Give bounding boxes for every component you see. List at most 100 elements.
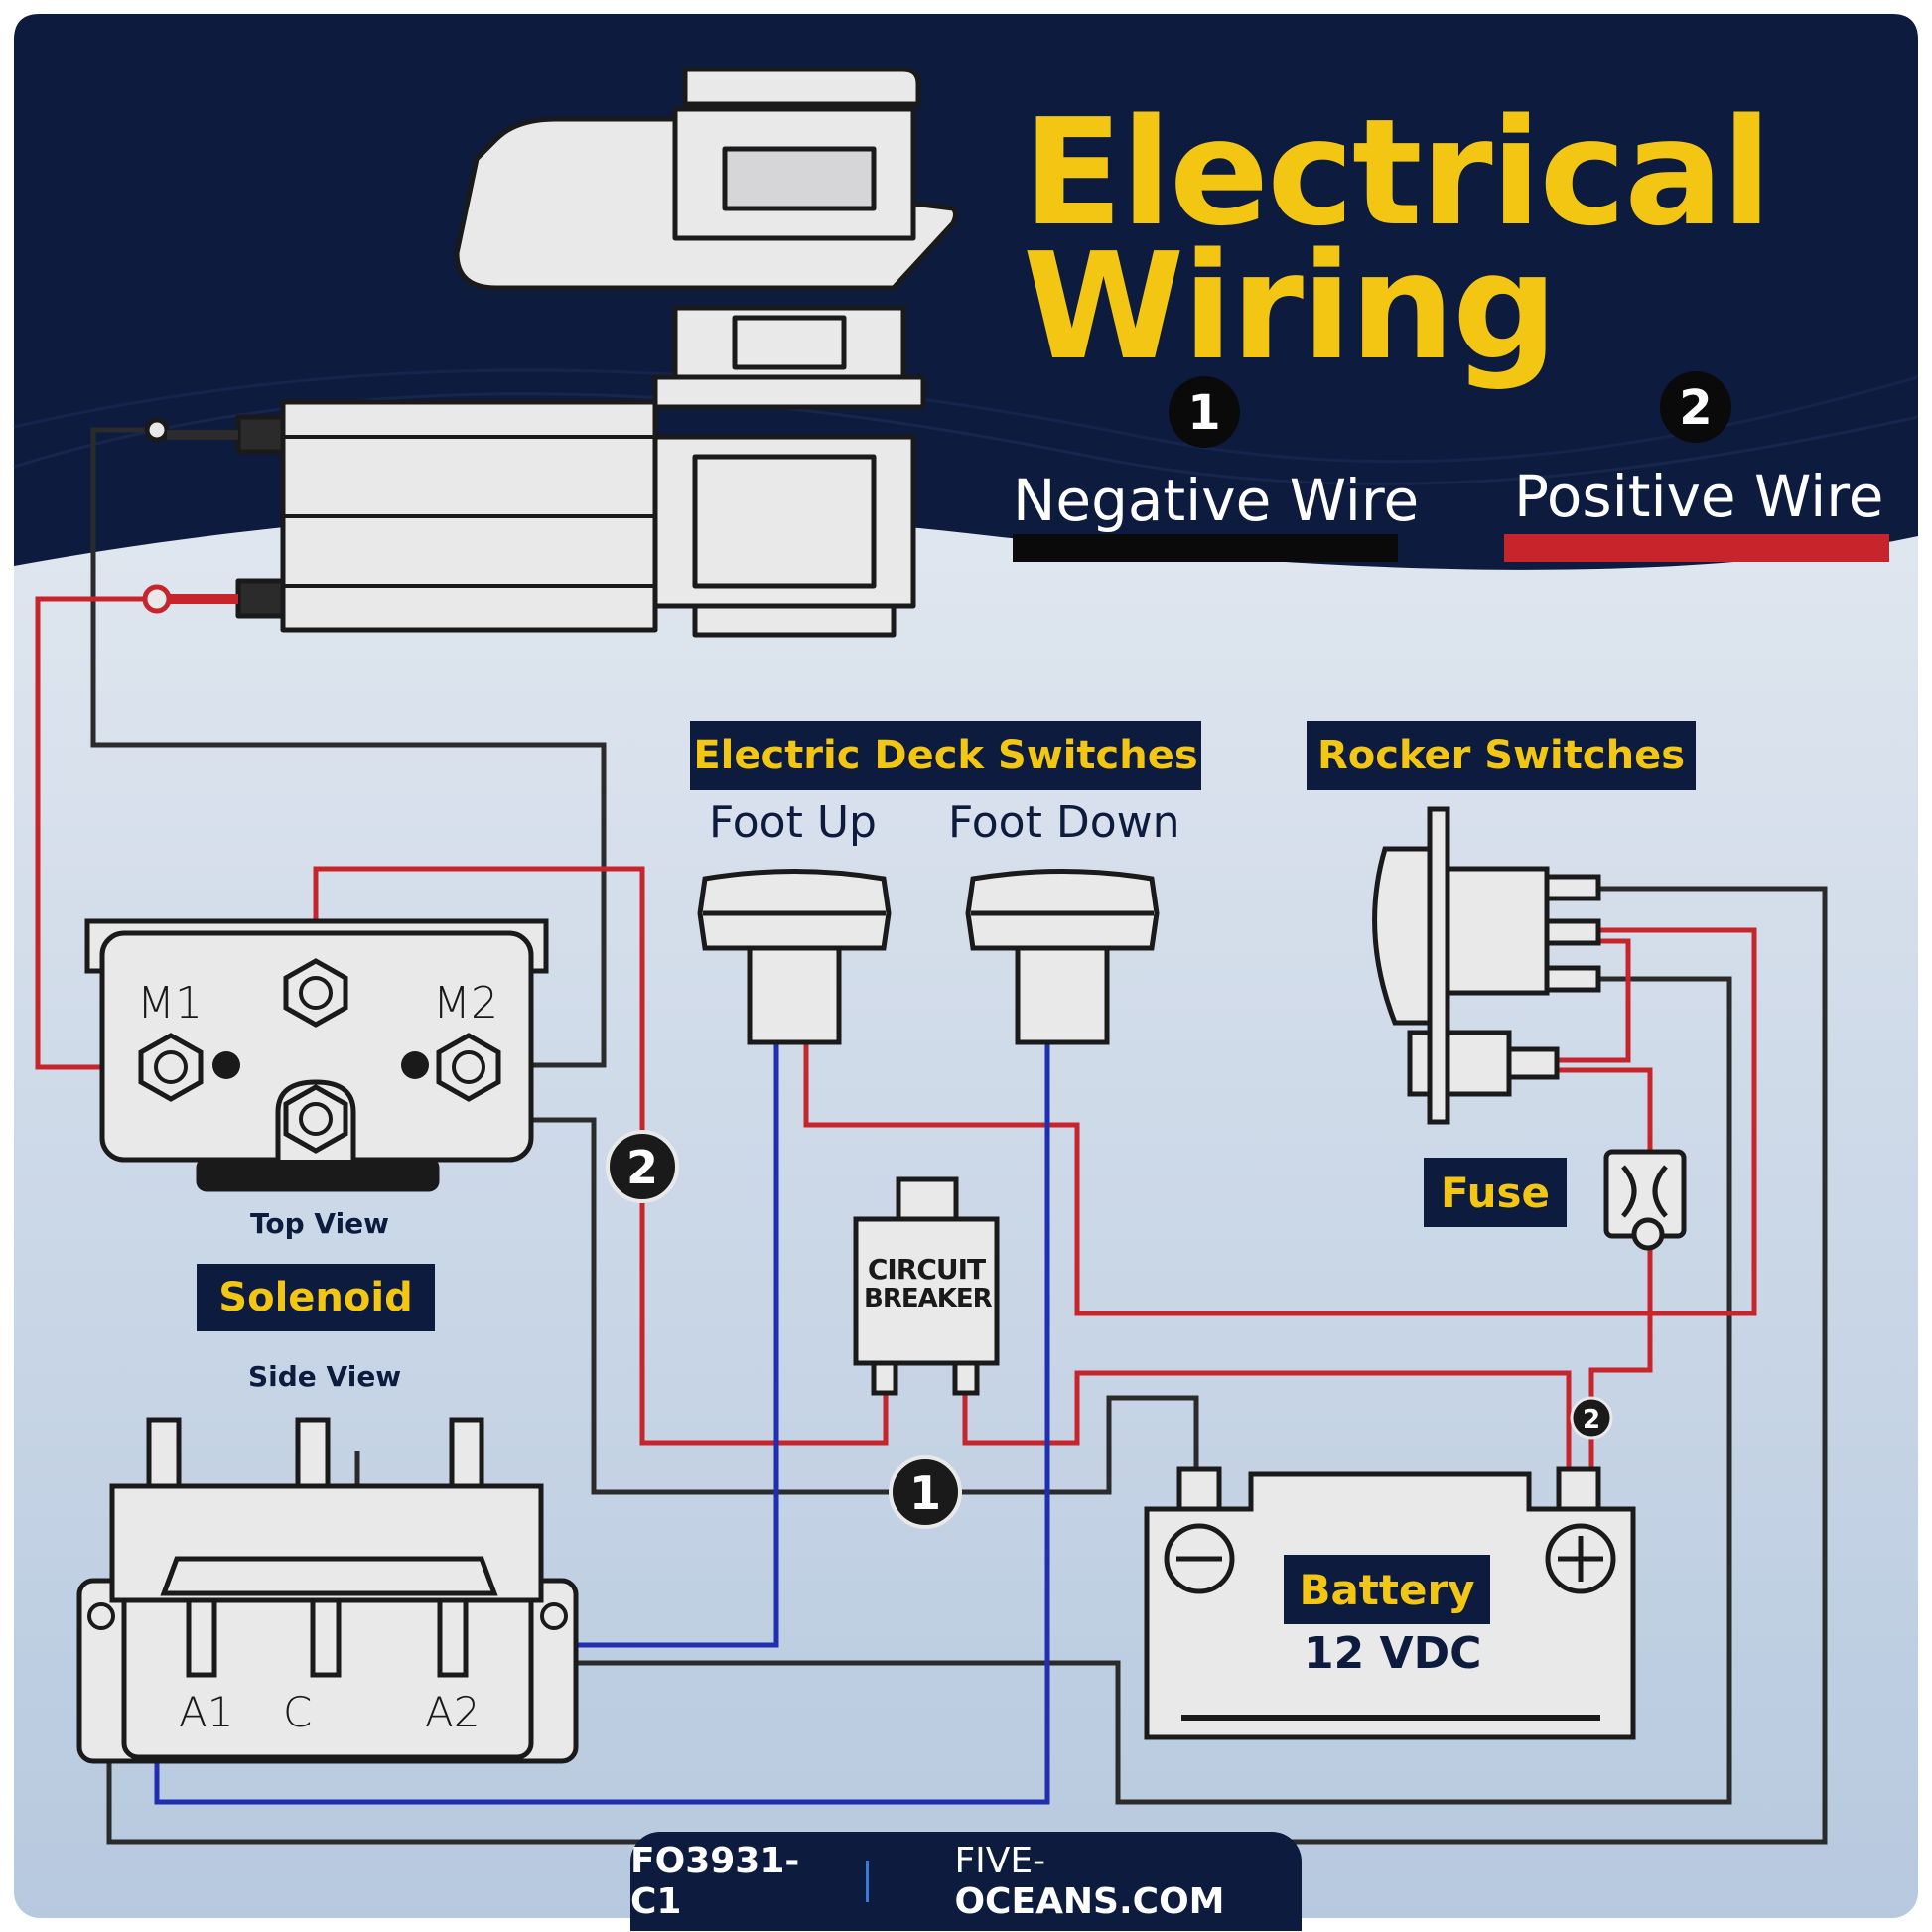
nut-top bbox=[283, 958, 348, 1028]
top-view-label: Top View bbox=[250, 1207, 390, 1240]
positive-wire bbox=[35, 596, 159, 1070]
side-pin-a1 bbox=[186, 1597, 217, 1678]
breaker-line2: BREAKER bbox=[864, 1284, 993, 1313]
footer-separator bbox=[866, 1861, 870, 1902]
negative-wire bbox=[90, 427, 607, 1068]
title-line1: Electrical bbox=[1023, 87, 1772, 258]
nut-m1 bbox=[138, 1033, 204, 1102]
rocker-terminal bbox=[1544, 918, 1601, 946]
side-stud-left bbox=[146, 1417, 182, 1489]
fuse-label: Fuse bbox=[1424, 1158, 1567, 1227]
battery-pos-post bbox=[1556, 1466, 1601, 1512]
windlass-neck-slot bbox=[732, 315, 847, 370]
solenoid-dot bbox=[401, 1051, 429, 1079]
negative-wire-legend: Negative Wire bbox=[1013, 467, 1420, 534]
legend-badge-2 bbox=[1660, 371, 1731, 443]
positive-marker-num: 2 bbox=[626, 1141, 658, 1194]
wave-texture bbox=[13, 368, 1919, 464]
m1-label: M1 bbox=[137, 978, 203, 1029]
negative-marker-num: 1 bbox=[909, 1466, 941, 1520]
deck-switch-up bbox=[697, 869, 892, 1045]
legend-num-2: 2 bbox=[1679, 380, 1712, 436]
rocker-terminal bbox=[1544, 874, 1601, 901]
title-line2: Wiring bbox=[1023, 221, 1558, 392]
negative-wire bbox=[328, 1117, 1199, 1495]
m2-label: M2 bbox=[433, 978, 498, 1029]
side-pin-c bbox=[310, 1597, 342, 1678]
nut-center bbox=[283, 1084, 348, 1154]
side-hole bbox=[87, 1602, 115, 1630]
positive-wire bbox=[962, 1370, 1572, 1469]
windlass bbox=[235, 67, 958, 638]
rocker-switches-heading: Rocker Switches bbox=[1307, 721, 1696, 790]
positive-ring-terminal bbox=[142, 584, 172, 614]
website-domain: OCEANS.COM bbox=[954, 1881, 1225, 1922]
breaker-leg bbox=[952, 1360, 980, 1396]
side-view-label: Side View bbox=[248, 1360, 402, 1393]
negative-ring-terminal bbox=[144, 417, 170, 443]
battery-voltage: 12 VDC bbox=[1304, 1628, 1482, 1679]
foot-down-label: Foot Down bbox=[948, 797, 1180, 848]
battery-positive-marker bbox=[1570, 1396, 1613, 1440]
foot-up-label: Foot Up bbox=[709, 797, 877, 848]
side-stud-center bbox=[295, 1417, 331, 1489]
deck-switches-heading: Electric Deck Switches bbox=[690, 721, 1201, 790]
deck-switch-down bbox=[965, 869, 1160, 1045]
negative-legend-bar bbox=[1013, 534, 1398, 562]
motor-terminal-neg bbox=[235, 414, 286, 455]
a1-label: A1 bbox=[179, 1688, 234, 1736]
rocker-body bbox=[1445, 866, 1550, 996]
solenoid-nuts bbox=[138, 958, 501, 1154]
document-code: FO3931-C1 bbox=[630, 1841, 800, 1922]
positive-legend-bar bbox=[1504, 534, 1889, 562]
website-prefix: FIVE- bbox=[954, 1841, 1046, 1881]
windlass-cap bbox=[682, 67, 921, 107]
website-link[interactable]: FIVE-OCEANS.COM bbox=[954, 1841, 1302, 1922]
solenoid-label: Solenoid bbox=[197, 1264, 435, 1331]
side-pin-a2 bbox=[437, 1597, 469, 1678]
rocker-indicator-left bbox=[1407, 1030, 1433, 1097]
deck-switch-down-cap bbox=[965, 869, 1160, 951]
rocker-indicator-terminal bbox=[1506, 1046, 1560, 1080]
negative-wire bbox=[556, 976, 1732, 1805]
deck-switch-down-body bbox=[1015, 945, 1110, 1045]
rocker-indicator-body bbox=[1445, 1030, 1512, 1097]
battery-label: Battery bbox=[1284, 1555, 1490, 1624]
gearbox-base bbox=[692, 603, 897, 638]
breaker-leg bbox=[871, 1360, 898, 1396]
battery-neg-post bbox=[1176, 1466, 1222, 1512]
legend-num-1: 1 bbox=[1187, 385, 1220, 441]
breaker-body bbox=[853, 1216, 1000, 1366]
positive-marker bbox=[606, 1130, 679, 1203]
deck-switch-up-cap bbox=[697, 869, 892, 951]
negative-marker bbox=[889, 1455, 962, 1529]
motor-terminal-pos bbox=[235, 578, 286, 619]
positive-wire bbox=[1559, 938, 1631, 1063]
fuse-holder bbox=[1603, 1149, 1687, 1251]
deck-switch-up-body bbox=[747, 945, 842, 1045]
fuse-cap bbox=[1631, 1217, 1665, 1251]
gearbox-window bbox=[692, 454, 877, 589]
battery-positive-marker-num: 2 bbox=[1583, 1405, 1600, 1435]
nut-rings bbox=[154, 976, 485, 1136]
positive-wire-legend: Positive Wire bbox=[1514, 463, 1884, 530]
circuit-breaker bbox=[853, 1176, 1000, 1396]
rocker-panel bbox=[1427, 806, 1450, 1125]
negative-wire bbox=[106, 886, 1828, 1845]
side-hole bbox=[540, 1602, 568, 1630]
solenoid-side-view bbox=[76, 1417, 579, 1764]
windlass-deck-plate bbox=[652, 374, 926, 410]
legend-badge-1 bbox=[1169, 376, 1240, 448]
rocker-paddle bbox=[1372, 846, 1433, 1026]
solenoid-dot bbox=[212, 1051, 240, 1079]
breaker-line1: CIRCUIT bbox=[867, 1253, 986, 1286]
rocker-terminal bbox=[1544, 965, 1601, 993]
rocker-switch bbox=[1372, 806, 1601, 1125]
positive-wire bbox=[803, 927, 1757, 1316]
side-stud-right bbox=[449, 1417, 484, 1489]
footer-bar: FO3931-C1 FIVE-OCEANS.COM bbox=[630, 1832, 1302, 1931]
breaker-button bbox=[896, 1176, 959, 1224]
side-cap bbox=[160, 1556, 498, 1596]
solenoid-base bbox=[196, 1157, 440, 1192]
a2-label: A2 bbox=[425, 1688, 481, 1736]
